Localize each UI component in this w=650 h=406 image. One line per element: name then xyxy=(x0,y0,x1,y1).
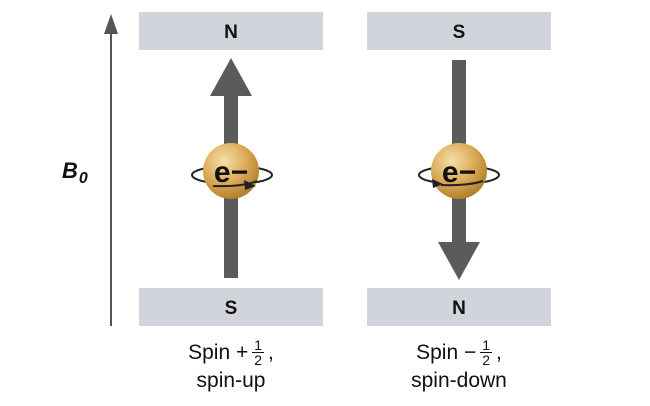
fraction-one-half: 1 2 xyxy=(480,337,493,368)
electron-sphere-icon xyxy=(418,143,500,199)
panel-spin-up: N S e− xyxy=(139,12,323,326)
electron-label: e− xyxy=(214,156,248,189)
caption-suffix: , xyxy=(496,340,502,364)
caption-spin-down: Spin − 1 2 , spin-down xyxy=(359,338,559,395)
bottom-pole-label: N xyxy=(452,298,466,319)
rotation-arrow-icon xyxy=(244,180,256,190)
field-arrow xyxy=(104,14,118,326)
field-label: B0 xyxy=(62,158,88,187)
magnet-bottom xyxy=(367,288,551,326)
electron-label: e− xyxy=(442,156,476,189)
rotation-arrow-icon xyxy=(432,179,443,188)
top-pole-label: N xyxy=(224,22,238,43)
caption-spin-up: Spin + 1 2 , spin-up xyxy=(131,338,331,395)
caption-suffix: , xyxy=(268,340,274,364)
bottom-pole-label: S xyxy=(225,298,238,319)
magnet-top xyxy=(139,12,323,50)
magnet-bottom xyxy=(139,288,323,326)
caption-name: spin-down xyxy=(411,369,507,392)
magnet-top xyxy=(367,12,551,50)
panel-spin-down: S N e− xyxy=(367,12,551,326)
caption-prefix: Spin + xyxy=(188,340,249,364)
caption-prefix: Spin − xyxy=(416,340,477,364)
caption-name: spin-up xyxy=(196,369,266,392)
top-pole-label: S xyxy=(453,22,466,43)
fraction-one-half: 1 2 xyxy=(252,337,265,368)
